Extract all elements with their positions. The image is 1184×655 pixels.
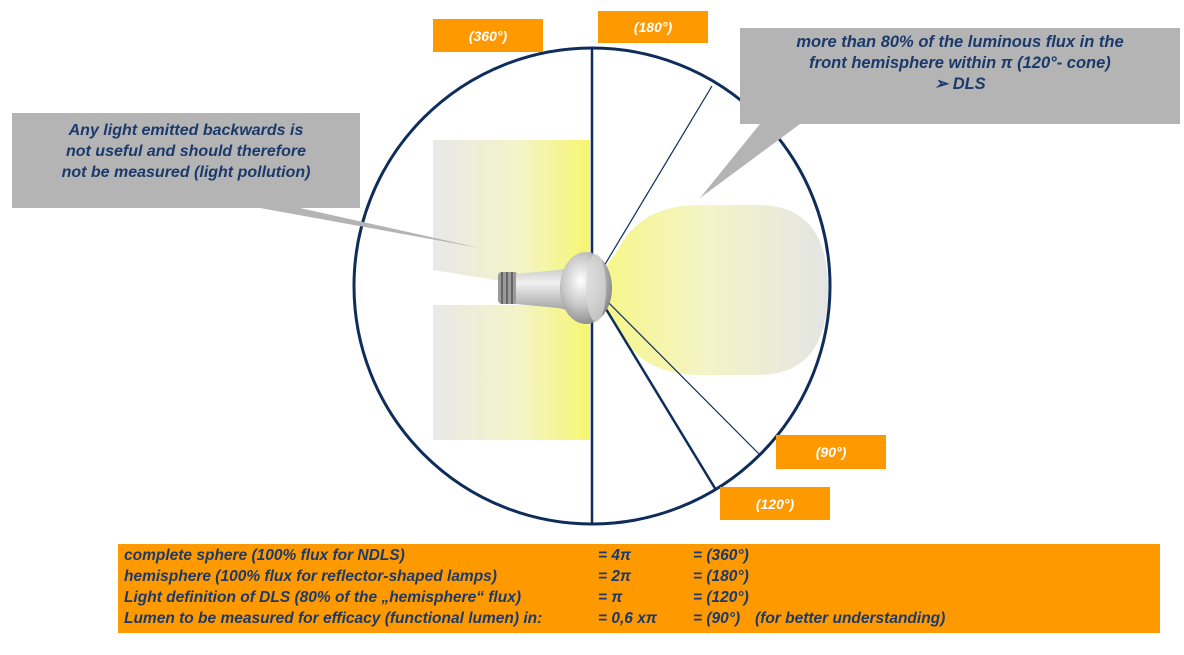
row-value: = 0,6 xπ [598,610,657,627]
row-desc: Lumen to be measured for efficacy (funct… [124,610,543,627]
front-callout-text: more than 80% of the luminous flux in th… [796,33,1124,93]
row-desc: Light definition of DLS (80% of the „hem… [124,589,521,606]
row-desc: hemisphere (100% flux for reflector-shap… [124,568,497,585]
row-desc: complete sphere (100% flux for NDLS) [124,547,405,564]
label-360: (360°) [433,19,543,52]
back-light-upper [433,140,590,284]
light-bulb [498,252,612,324]
label-120: (120°) [720,487,830,520]
line-upper-cone [591,85,713,287]
front-callout-shape [700,28,1180,198]
backward-callout-shape [12,113,480,248]
row-deg: = (360°) [693,547,749,564]
line-90 [591,285,761,456]
label-180: (180°) [598,11,708,43]
row-value: = π [598,589,623,606]
label-90: (90°) [776,435,886,469]
back-light-lower [433,305,590,440]
row-deg: = (120°) [693,589,749,606]
backward-callout-text: Any light emitted backwards is not usefu… [61,122,311,181]
row-value: = 2π [598,568,632,585]
flux-summary-table: complete sphere (100% flux for NDLS) = 4… [118,544,1160,633]
row-deg: = (90°) [693,610,741,627]
front-light-lobe [590,205,828,375]
line-120 [590,285,718,491]
row-value: = 4π [598,547,632,564]
row-deg: = (180°) [693,568,749,585]
row-note: (for better understanding) [755,610,946,627]
